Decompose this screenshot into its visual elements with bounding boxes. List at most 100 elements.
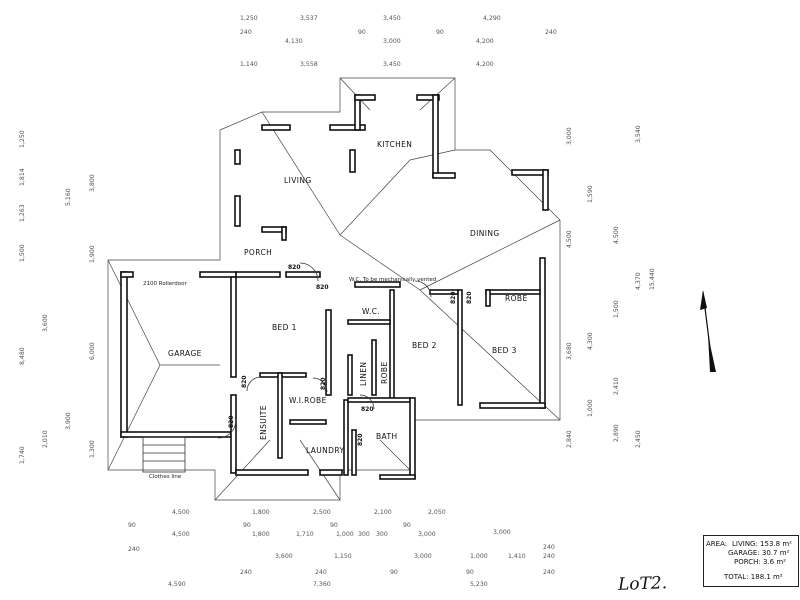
dim-label: 3,450 [383,15,401,22]
door-swings [217,262,432,439]
dim-label: 2,450 [635,430,642,448]
dim-label: 3,900 [65,412,72,430]
dim-label: 7,360 [313,581,331,588]
door-size-label: 820 [450,291,457,304]
dim-label: 90 [403,522,411,529]
dim-label: 3,000 [418,531,436,538]
dim-label: 3,540 [635,125,642,143]
dim-label: 90 [390,569,398,576]
dim-label: 3,000 [414,553,432,560]
area-summary-table: AREA: LIVING: 153.8 m² GARAGE: 30.7 m² P… [703,535,799,587]
dim-label: 2,890 [613,424,620,442]
room-label-bed3: BED 3 [492,346,517,355]
dim-label: 8,480 [19,347,26,365]
dim-label: 90 [128,522,136,529]
room-label-bed1: BED 1 [272,323,297,332]
area-total: TOTAL: 188.1 m² [724,573,783,581]
dim-label: 1,000 [470,553,488,560]
dim-label: 240 [240,29,252,36]
room-label-bath: BATH [376,432,398,441]
dim-label: 1,300 [89,440,96,458]
dim-label: 240 [128,546,140,553]
room-label-porch: PORCH [244,248,272,257]
room-label-living: LIVING [284,176,312,185]
door-size-label: 820 [357,433,364,446]
dim-label: 15,440 [649,268,656,290]
dim-label: 2,500 [313,509,331,516]
north-arrow [700,290,716,373]
room-label-wc: W.C. [362,307,380,316]
dim-label: 1,900 [89,245,96,263]
dim-label: 4,200 [476,61,494,68]
dim-label: 4,300 [587,332,594,350]
room-label-ensuite: ENSUITE [259,405,268,440]
dim-label: 1,500 [613,300,620,318]
walls [120,94,549,480]
dim-label: 4,290 [483,15,501,22]
dim-label: 90 [330,522,338,529]
dim-label: 90 [466,569,474,576]
area-heading: AREA: [706,540,728,548]
dim-label: 240 [543,544,555,551]
dim-label: 2,840 [566,430,573,448]
dim-label: 1,250 [240,15,258,22]
room-label-dining: DINING [470,229,500,238]
dim-label: 3,800 [89,174,96,192]
area-porch: PORCH: 3.6 m² [734,558,786,566]
dim-label: 5,230 [470,581,488,588]
room-label-laundry: LAUNDRY [306,446,344,455]
dim-label: 1,263 [19,204,26,222]
door-size-label: 820 [320,377,327,390]
door-size-label: 820 [316,284,329,291]
dim-label: 1,590 [587,185,594,203]
note-rollerdoor: 2100 Rollerdoor [143,281,188,287]
dim-label: 1,140 [240,61,258,68]
dim-label: 90 [358,29,366,36]
room-label-bed2: BED 2 [412,341,437,350]
note-wc-vent: W.C. To be mechanically vented [349,277,436,283]
dimensions-left: 1,500 1,263 1,814 1,250 3,800 5,160 8,48… [19,130,96,464]
dim-label: 5,160 [65,188,72,206]
door-size-label: 820 [288,264,301,271]
dim-label: 3,558 [300,61,318,68]
dim-label: 300 [376,531,388,538]
door-size-label: 820 [241,375,248,388]
dim-label: 4,500 [172,509,190,516]
dim-label: 4,200 [476,38,494,45]
note-clothes-line: Clothes line [149,474,182,480]
dim-label: 4,370 [635,272,642,290]
dim-label: 4,130 [285,38,303,45]
dim-label: 4,590 [168,581,186,588]
dim-label: 6,000 [89,342,96,360]
dim-label: 2,100 [374,509,392,516]
dim-label: 1,814 [19,168,26,186]
dim-label: 240 [240,569,252,576]
lot-label: LoT2. [617,573,668,595]
dim-label: 90 [243,522,251,529]
room-label-robe-linen: ROBE [380,361,389,384]
dim-label: 2,050 [428,509,446,516]
dim-label: 1,150 [334,553,352,560]
dim-label: 1,000 [587,399,594,417]
dim-label: 2,010 [42,430,49,448]
dimensions-right: 3,000 3,540 1,590 4,500 4,500 1,500 4,30… [566,125,656,448]
dim-label: 240 [543,569,555,576]
dim-label: 1,800 [252,509,270,516]
dim-label: 1,250 [19,130,26,148]
dim-label: 240 [315,569,327,576]
area-garage: GARAGE: 30.7 m² [728,549,790,557]
dim-label: 1,740 [19,446,26,464]
dim-label: 4,500 [613,226,620,244]
door-size-label: 820 [228,415,235,428]
dim-label: 3,600 [42,314,49,332]
room-label-kitchen: KITCHEN [377,140,412,149]
dim-label: 4,500 [566,230,573,248]
room-label-linen: LINEN [359,362,368,386]
dim-label: 1,800 [252,531,270,538]
dimensions-top: 1,250 3,537 3,450 4,290 240 90 90 240 4,… [240,15,557,68]
dim-label: 2,410 [613,377,620,395]
dim-label: 3,680 [566,342,573,360]
dim-label: 90 [436,29,444,36]
dim-label: 1,500 [19,244,26,262]
